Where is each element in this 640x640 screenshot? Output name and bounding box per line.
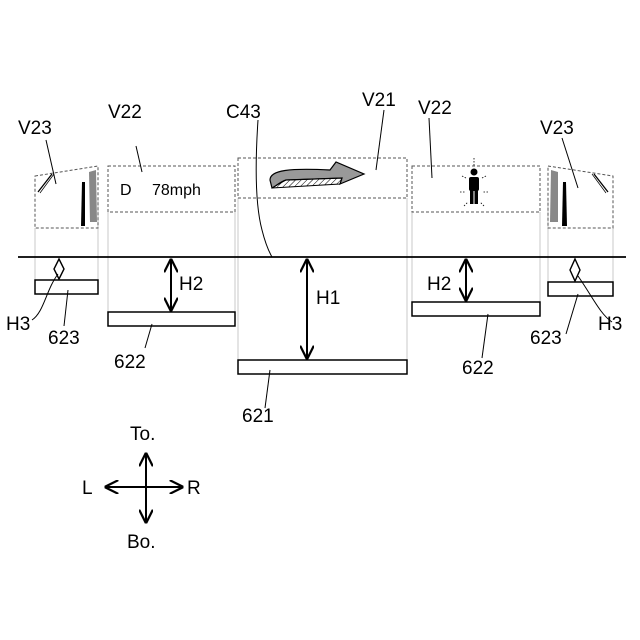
compass-right: R [187,478,201,499]
label-h1: H1 [316,288,340,309]
label-c43: C43 [226,102,261,123]
label-621: 621 [242,406,274,427]
label-v23-left: V23 [18,118,52,139]
display-621 [238,360,407,374]
mirror-icon [550,170,608,226]
display-623-right [548,282,613,296]
label-v22-right: V22 [418,98,452,119]
projection-guides [35,198,613,360]
virtual-image-v23-left [35,166,98,228]
display-623-left [35,280,98,294]
compass-top: To. [130,424,155,445]
curve-c43 [256,120,272,257]
label-h2-right: H2 [427,274,451,295]
compass-bottom: Bo. [127,532,156,553]
gear-indicator: D [120,182,132,199]
label-h3-right: H3 [598,314,622,335]
label-v21: V21 [362,90,396,111]
route-arrow-icon [270,162,364,188]
h3-arrow-right [570,259,580,281]
label-622-right: 622 [462,358,494,379]
h3-arrow-left [54,259,64,279]
label-h2-left: H2 [179,274,203,295]
label-v23-right: V23 [540,118,574,139]
label-622-left: 622 [114,352,146,373]
compass-left: L [82,478,93,499]
display-622-left [108,312,235,326]
label-v22-left: V22 [108,102,142,123]
direction-compass [106,454,182,522]
label-623-right: 623 [530,328,562,349]
label-h3-left: H3 [6,314,30,335]
display-622-right [412,302,540,316]
mirror-icon [38,170,97,226]
label-623-left: 623 [48,328,80,349]
pedestrian-icon [460,158,488,206]
speed-readout: 78mph [152,182,201,199]
